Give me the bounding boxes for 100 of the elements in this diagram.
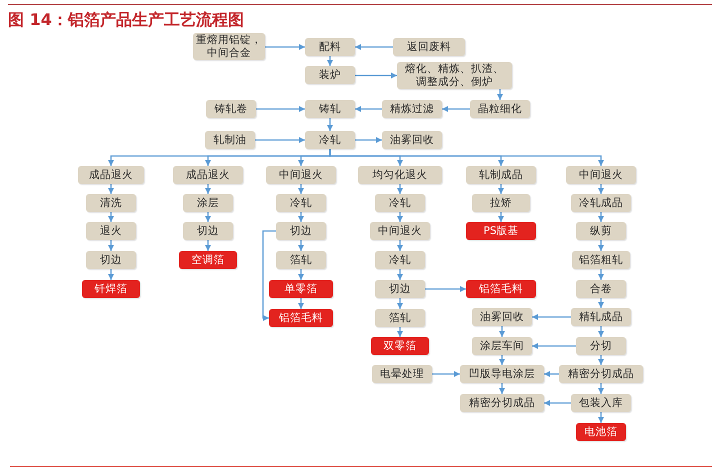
arrow (442, 106, 470, 112)
product-box: 铝箔毛料 (466, 280, 536, 298)
arrow (498, 212, 504, 222)
product-box: 铝箔毛料 (269, 309, 333, 327)
arrow (205, 212, 211, 222)
arrow (298, 240, 304, 251)
process-box: 切边 (276, 222, 326, 240)
process-box: 精炼过滤 (382, 100, 442, 118)
arrow (499, 326, 505, 337)
arrow (298, 269, 304, 280)
arrow (499, 383, 505, 394)
arrow (108, 212, 114, 222)
process-box: 均匀化退火 (358, 166, 442, 184)
process-box: 冷轧成品 (571, 194, 631, 212)
arrow (355, 72, 397, 78)
arrow (425, 286, 466, 292)
arrow (598, 412, 604, 423)
process-box: 精密分切成品 (460, 394, 544, 412)
process-box: 拉矫 (472, 194, 530, 212)
arrow (108, 240, 114, 251)
arrow (205, 184, 211, 194)
arrow (397, 298, 403, 309)
process-box: 中间退火 (370, 222, 430, 240)
process-box: 晶粒细化 (470, 100, 530, 118)
arrow (432, 371, 460, 377)
arrow (498, 184, 504, 194)
process-box: 中间退火 (566, 166, 636, 184)
process-box: 成品退火 (173, 166, 243, 184)
process-box: 轧制成品 (466, 166, 536, 184)
arrow (298, 212, 304, 222)
arrow (532, 343, 576, 349)
process-box: 涂层车间 (472, 337, 532, 355)
process-box: 凹版导电涂层 (460, 365, 544, 383)
product-box: 空调箔 (179, 251, 237, 269)
process-box: 分切 (576, 337, 626, 355)
arrow (397, 212, 403, 222)
process-box: 冷轧 (305, 131, 355, 149)
process-box: 清洗 (86, 194, 136, 212)
arrow (499, 355, 505, 365)
arrow (108, 184, 114, 194)
process-box: 中间退火 (266, 166, 336, 184)
process-box: 成品退火 (78, 166, 144, 184)
process-box: 切边 (86, 251, 136, 269)
process-box: 冷轧 (375, 194, 425, 212)
process-box: 箔轧 (276, 251, 326, 269)
process-box: 电晕处理 (372, 365, 432, 383)
arrow (108, 269, 114, 280)
arrow (532, 314, 571, 320)
arrow (397, 269, 403, 280)
arrow (327, 56, 333, 66)
arrow (598, 240, 604, 251)
process-box: 箔轧 (375, 309, 425, 327)
process-box: 切边 (375, 280, 425, 298)
process-box: 纵剪 (576, 222, 626, 240)
arrow (298, 184, 304, 194)
process-box: 退火 (86, 222, 136, 240)
arrow (598, 298, 604, 308)
arrow (397, 240, 403, 251)
process-box: 铸轧 (305, 100, 355, 118)
arrow (397, 327, 403, 337)
arrow (598, 269, 604, 280)
arrow (355, 106, 382, 112)
arrow (262, 230, 276, 321)
process-box: 包装入库 (571, 394, 631, 412)
arrow (598, 383, 604, 394)
arrow (329, 149, 604, 166)
process-box: 涂层 (183, 194, 233, 212)
arrow (497, 89, 503, 100)
arrow (598, 326, 604, 337)
arrow (205, 240, 211, 251)
process-box: 油雾回收 (472, 308, 532, 326)
process-box: 配料 (305, 38, 355, 56)
process-box: 精轧成品 (571, 308, 631, 326)
product-box: 双零箔 (371, 337, 429, 355)
arrow (598, 184, 604, 194)
arrow (598, 355, 604, 365)
process-box: 精密分切成品 (559, 365, 643, 383)
arrow (397, 184, 403, 194)
process-box: 返回废料 (393, 38, 465, 56)
process-box: 装炉 (305, 66, 355, 84)
arrow (327, 118, 333, 131)
arrow (544, 371, 559, 377)
figure-title: 图 14：铝箔产品生产工艺流程图 (8, 10, 244, 30)
process-box: 重熔用铝锭，中间合金 (193, 33, 265, 60)
product-box: PS版基 (466, 222, 536, 240)
arrow (598, 212, 604, 222)
process-box: 铸轧卷 (206, 100, 256, 118)
process-box: 合卷 (576, 280, 626, 298)
product-box: 单零箔 (269, 280, 333, 298)
arrow (355, 137, 382, 143)
process-box: 铝箔粗轧 (572, 251, 630, 269)
arrow (544, 400, 571, 406)
process-box: 切边 (183, 222, 233, 240)
arrow (265, 44, 305, 50)
arrow (256, 106, 305, 112)
arrow (298, 298, 304, 309)
process-box: 熔化、精炼、扒渣、调整成分、倒炉 (397, 62, 512, 89)
process-box: 油雾回收 (382, 131, 442, 149)
process-box: 轧制油 (205, 131, 255, 149)
product-box: 电池箔 (576, 423, 626, 441)
